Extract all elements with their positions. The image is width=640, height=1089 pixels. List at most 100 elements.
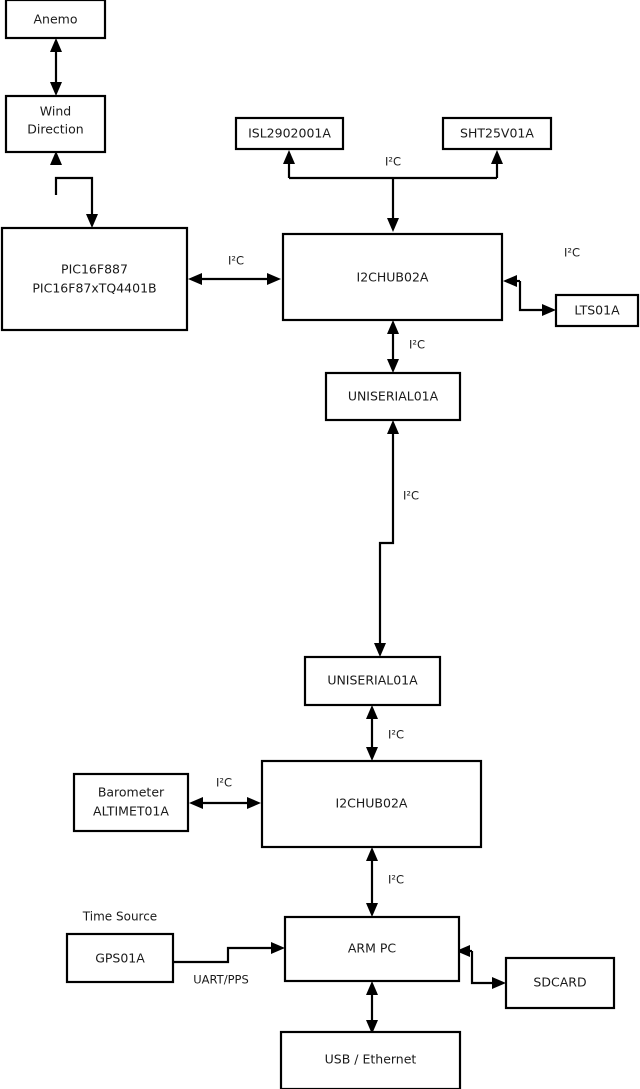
edge-label-uniserial-link: I²C	[403, 489, 419, 503]
arrow-head-right	[271, 942, 285, 954]
node-box[interactable]	[4, 94, 107, 154]
edge-hubbot-armpc: I²C	[366, 847, 404, 917]
node-label: LTS01A	[574, 303, 620, 318]
arrow-head-left	[188, 273, 202, 285]
arrow-head-up	[387, 420, 399, 434]
arrow-head-down	[86, 214, 98, 228]
edge-label-hub-uniserial: I²C	[409, 338, 425, 352]
node-i2chub02a-bottom[interactable]: I2CHUB02A	[260, 759, 483, 849]
arrow-head-up	[387, 320, 399, 334]
node-label: ISL2902001A	[248, 126, 331, 141]
node-label: SDCARD	[533, 975, 586, 990]
node-label: I2CHUB02A	[336, 796, 408, 811]
arrow-head-left-hub	[503, 275, 517, 287]
node-label: USB / Ethernet	[325, 1052, 417, 1067]
node-box[interactable]	[504, 956, 616, 1010]
node-label: I2CHUB02A	[357, 270, 429, 285]
node-label: SHT25V01A	[460, 126, 534, 141]
node-label: UNISERIAL01A	[348, 389, 439, 404]
arrow-head-up	[366, 981, 378, 995]
edge-label-hub-sensors: I²C	[385, 155, 401, 169]
arrow-head-up	[50, 38, 62, 52]
arrow-head-up-sht	[491, 150, 503, 164]
node-box[interactable]	[303, 655, 442, 707]
node-label-line2: PIC16F87xTQ4401B	[32, 281, 156, 296]
node-label-line1: PIC16F887	[61, 262, 128, 277]
arrow-head-down	[366, 747, 378, 761]
edge-pic-hubtop: I²C	[188, 254, 281, 285]
node-barometer[interactable]: Barometer ALTIMET01A	[72, 772, 190, 833]
edge-armpc-sdcard	[456, 945, 506, 989]
edge-armpc-usb	[366, 981, 378, 1034]
node-arm-pc[interactable]: ARM PC	[283, 915, 461, 983]
node-uniserial01a-bottom[interactable]: UNISERIAL01A	[303, 655, 442, 707]
arrow-head-right	[247, 797, 261, 809]
node-gps01a[interactable]: GPS01A	[65, 932, 175, 984]
arrow-head-right	[267, 273, 281, 285]
node-box[interactable]	[324, 371, 462, 422]
node-usb-ethernet[interactable]: USB / Ethernet	[279, 1030, 462, 1089]
arrow-head-up	[50, 151, 62, 165]
edge-barometer-hubbot: I²C	[189, 776, 261, 809]
edge-line	[470, 951, 493, 985]
arrow-head-down	[50, 82, 62, 96]
edge-line	[378, 432, 395, 645]
node-box[interactable]	[279, 1030, 462, 1089]
node-label: ARM PC	[348, 941, 397, 956]
node-box[interactable]	[234, 116, 345, 151]
node-box[interactable]	[283, 915, 461, 983]
node-box[interactable]	[65, 932, 175, 984]
arrow-head-right-lts	[542, 304, 556, 316]
edge-label-pic-hub: I²C	[228, 254, 244, 268]
edge-hubtop-uniserialtop: I²C	[387, 320, 425, 373]
node-box[interactable]	[260, 759, 483, 849]
arrow-head-left-armpc	[456, 945, 470, 957]
arrow-head-down	[366, 1020, 378, 1034]
edge-uniserial-link: I²C	[374, 420, 419, 657]
arrow-head-up-isl	[283, 150, 295, 164]
node-lts01a[interactable]: LTS01A	[554, 293, 640, 328]
edge-hubtop-sensors: I²C	[283, 150, 503, 232]
edge-uniserialbot-hubbot: I²C	[366, 705, 404, 761]
node-box[interactable]	[0, 226, 189, 332]
node-sdcard[interactable]: SDCARD	[504, 956, 616, 1010]
node-pic-mcu[interactable]: PIC16F887 PIC16F87xTQ4401B	[0, 226, 189, 332]
node-label-line2: ALTIMET01A	[93, 804, 169, 819]
node-uniserial01a-top[interactable]: UNISERIAL01A	[324, 371, 462, 422]
label-time-source: Time Source	[82, 910, 157, 924]
arrow-head-right-sdcard	[492, 977, 506, 989]
edge-line	[54, 176, 94, 215]
edge-label-hub-armpc: I²C	[388, 873, 404, 887]
edge-anemo-wind	[50, 38, 62, 96]
arrow-head-down-hub	[387, 218, 399, 232]
arrow-head-down	[366, 903, 378, 917]
node-box[interactable]	[554, 293, 640, 328]
node-label-line2: Direction	[27, 122, 83, 137]
node-anemo[interactable]: Anemo	[4, 0, 107, 40]
node-box[interactable]	[281, 232, 504, 322]
node-i2chub02a-top[interactable]: I2CHUB02A	[281, 232, 504, 322]
node-wind-direction[interactable]: Wind Direction	[4, 94, 107, 154]
node-box[interactable]	[72, 772, 190, 833]
node-isl2902001a[interactable]: ISL2902001A	[234, 116, 345, 151]
edge-label-barometer-hub: I²C	[216, 776, 232, 790]
edge-wind-pic	[50, 151, 98, 228]
edge-hubtop-lts: I²C	[503, 246, 580, 316]
edge-gps-armpc: UART/PPS	[173, 942, 285, 987]
edge-label-hub-lts: I²C	[564, 246, 580, 260]
edge-line	[518, 281, 543, 312]
node-box[interactable]	[4, 0, 107, 40]
node-label-line1: Barometer	[98, 785, 165, 800]
arrow-head-up	[366, 705, 378, 719]
node-box[interactable]	[441, 116, 553, 151]
node-label: Anemo	[34, 12, 78, 27]
edge-label-gps-armpc: UART/PPS	[193, 973, 249, 987]
arrow-head-left	[189, 797, 203, 809]
arrow-head-up	[366, 847, 378, 861]
node-sht25v01a[interactable]: SHT25V01A	[441, 116, 553, 151]
node-label-line1: Wind	[40, 104, 71, 119]
edge-line	[173, 946, 272, 964]
arrow-head-down	[374, 643, 386, 657]
